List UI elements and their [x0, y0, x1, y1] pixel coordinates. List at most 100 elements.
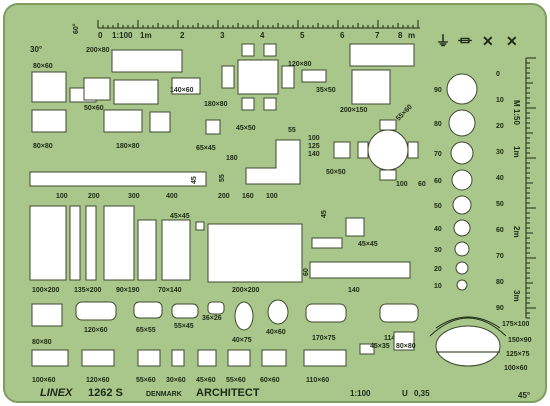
cutout-chair: [241, 43, 255, 57]
brand-name: LINEX: [40, 387, 73, 399]
right-scale-tick-label: 90: [496, 305, 504, 312]
cutout-sofa: [31, 71, 67, 103]
bottom-row-label: 100×60: [32, 377, 56, 384]
cutout-stove: [81, 349, 115, 367]
bed-row-label: 100: [56, 193, 68, 200]
lower-row-label: 90×190: [116, 287, 140, 294]
top-ruler-ratio: 1:100: [112, 31, 133, 40]
cutout-label: 180×80: [204, 101, 228, 108]
bed-row-label: 400: [166, 193, 178, 200]
cutout-chair: [241, 97, 255, 111]
circle-label: 20: [434, 266, 442, 273]
circle-label: 10: [434, 283, 442, 290]
cross-symbol-icon: ✕: [506, 33, 518, 49]
circle-cutout: [446, 73, 478, 105]
cutout: [31, 303, 63, 327]
cutout-stove: [137, 349, 161, 367]
cutout-bed: [103, 205, 135, 281]
socket-symbol-icon: ⏛: [458, 33, 472, 49]
cutout: [171, 77, 201, 95]
cutout-label: 80×80: [33, 143, 53, 150]
top-ruler: 0 1:100 1m 2 3 4 5 6 7 8 m: [97, 20, 420, 40]
cutout-chair: [407, 141, 419, 159]
cutout: [83, 77, 111, 101]
bottom-row-label: 120×60: [86, 377, 110, 384]
top-ruler-zero: 0: [98, 31, 103, 40]
cutout-label: 100: [308, 135, 320, 142]
cutout-label: 50×50: [326, 169, 346, 176]
cutout-corner: [245, 139, 301, 185]
bottom-row-label: 80×80: [32, 339, 52, 346]
cutout-label: 60: [303, 268, 310, 276]
angle-60-label: 60°: [72, 23, 80, 34]
cutout-comb: [311, 237, 343, 249]
cutout-label: 45×45: [170, 213, 190, 220]
cutout-chair: [281, 65, 295, 89]
bottom-row-label: 45×60: [196, 377, 216, 384]
cutout: [31, 109, 67, 133]
circle-cutout: [451, 169, 473, 191]
right-scale-unit: 3m: [512, 290, 521, 302]
right-scale-tick-label: 70: [496, 253, 504, 260]
lower-row-label: 135×200: [74, 287, 102, 294]
cutout-label: 180: [226, 155, 238, 162]
cutout-label: 120×80: [288, 61, 312, 68]
circle-cutout: [450, 141, 474, 165]
bottom-row-label: 45×35: [370, 343, 390, 350]
circle-cutout: [452, 195, 472, 215]
bottom-row-label: 60×60: [260, 377, 280, 384]
circle-cutout: [448, 109, 476, 137]
cutout-slot: [309, 261, 411, 279]
lower-row-label: 200×200: [232, 287, 260, 294]
cutout-toilet: [234, 301, 254, 331]
top-ruler-end-unit: m: [408, 31, 415, 40]
cutout: [85, 205, 97, 281]
sanitary-label: 40×60: [266, 329, 286, 336]
cutout-chair: [263, 43, 277, 57]
angle-45-label: 45°: [518, 391, 530, 400]
cutout-label: 80×60: [33, 63, 53, 70]
cutout: [103, 109, 143, 133]
bath-label: 175×100: [502, 321, 530, 328]
cutout-label: 55: [219, 174, 226, 182]
cutout-dining-table: [237, 59, 279, 95]
circle-cutout: [454, 241, 470, 257]
cutout-bath: [305, 303, 347, 323]
circle-cutout: [456, 279, 468, 291]
cutout-bath: [349, 43, 415, 67]
thickness-icon: U: [402, 389, 408, 398]
cutout: [205, 119, 221, 135]
bath-template: 175×100 150×90 125×75 100×60: [429, 316, 532, 372]
cutout: [301, 69, 327, 83]
sanitary-row: 120×60 65×55 55×45 36×26 40×60 40×75 170…: [31, 299, 419, 344]
bed-row-label: 160: [242, 193, 254, 200]
right-scale-unit: 2m: [512, 226, 521, 238]
lower-row-label: 140: [348, 287, 360, 294]
cutout-chair: [379, 119, 397, 131]
cutout-sink: [75, 301, 117, 321]
circle-label: 80: [434, 121, 442, 128]
circle-label: 40: [434, 226, 442, 233]
cutout: [227, 349, 251, 367]
cutout: [345, 217, 365, 237]
cutout-label: 125: [308, 143, 320, 150]
bed-row-label: 200: [88, 193, 100, 200]
lower-row: 100×200 135×200 90×190 70×140 200×200 14…: [32, 287, 360, 294]
cutout: [195, 221, 205, 231]
sanitary-label: 120×60: [84, 327, 108, 334]
bottom-row-label: 55×60: [136, 377, 156, 384]
cutout-sink: [133, 301, 163, 319]
bottom-row-label: 80×80: [396, 343, 416, 350]
sanitary-label: 36×26: [202, 315, 222, 322]
right-scale-tick-label: 0: [496, 71, 500, 78]
bed-row-label: 200: [218, 193, 230, 200]
cutout: [333, 141, 351, 159]
upper-furniture: 200×80 180×80 140×60 180×80 45×50 65×45 …: [83, 43, 426, 188]
circle-label: 90: [434, 87, 442, 94]
circle-cutout: [455, 261, 469, 275]
cutout: [137, 219, 157, 281]
right-scale-title: M 1:50: [512, 100, 521, 125]
right-scale-tick-label: 60: [496, 227, 504, 234]
